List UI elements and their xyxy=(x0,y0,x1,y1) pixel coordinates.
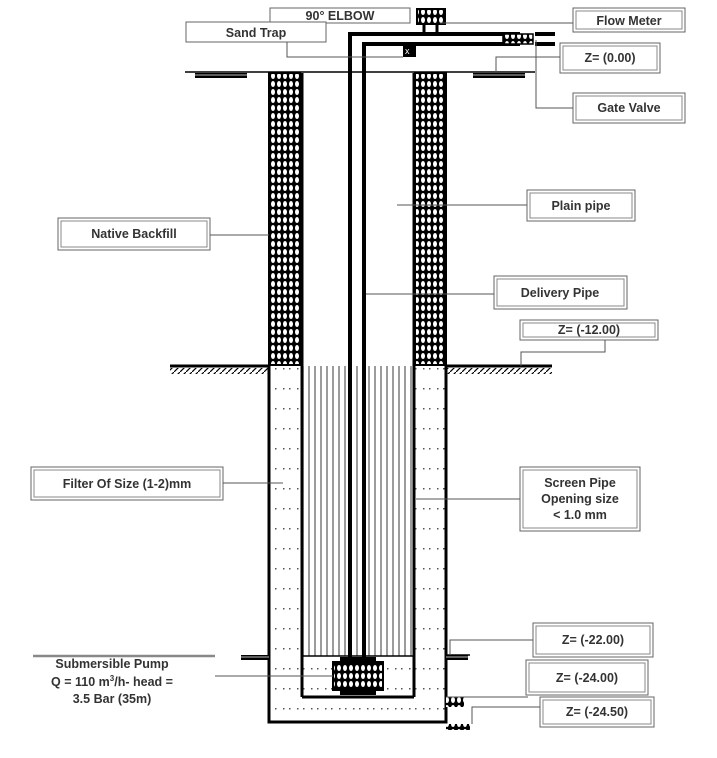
ground-line xyxy=(170,364,552,374)
label-screen-pipe: Screen Pipe Opening size < 1.0 mm xyxy=(416,466,641,532)
surface-slab xyxy=(185,71,535,78)
label-z-12: Z= (-12.00) xyxy=(519,319,659,366)
label-elbow: 90° ELBOW xyxy=(269,7,411,24)
svg-text:Opening size: Opening size xyxy=(541,492,619,506)
svg-text:Submersible Pump: Submersible Pump xyxy=(55,657,169,671)
svg-text:x: x xyxy=(405,46,410,56)
svg-text:Z= (0.00): Z= (0.00) xyxy=(584,51,635,65)
svg-text:Z= (-24.50): Z= (-24.50) xyxy=(566,705,628,719)
label-z-22: Z= (-22.00) xyxy=(449,622,654,658)
svg-text:Screen Pipe: Screen Pipe xyxy=(544,476,616,490)
native-backfill-left xyxy=(268,72,301,366)
svg-text:Filter Of Size (1-2)mm: Filter Of Size (1-2)mm xyxy=(63,477,192,491)
flow-meter-element xyxy=(502,33,534,45)
borehole-wall xyxy=(267,366,448,724)
svg-text:90° ELBOW: 90° ELBOW xyxy=(306,9,375,23)
svg-text:Z= (-12.00): Z= (-12.00) xyxy=(558,323,620,337)
svg-text:Native Backfill: Native Backfill xyxy=(91,227,176,241)
svg-text:< 1.0 mm: < 1.0 mm xyxy=(553,508,607,522)
label-sand-trap: Sand Trap xyxy=(185,21,403,58)
label-delivery-pipe: Delivery Pipe xyxy=(366,275,628,310)
label-z-0: Z= (0.00) xyxy=(495,42,661,74)
screen-pipe xyxy=(302,366,414,656)
sand-trap-element xyxy=(403,44,416,57)
elbow-element xyxy=(416,8,446,25)
svg-text:3.5 Bar (35m): 3.5 Bar (35m) xyxy=(73,692,152,706)
surface-concrete-right xyxy=(473,73,525,78)
label-filter: Filter Of Size (1-2)mm xyxy=(30,466,283,501)
surface-concrete-left xyxy=(195,73,247,78)
svg-text:Z= (-24.00): Z= (-24.00) xyxy=(556,671,618,685)
label-z-24: Z= (-24.00) xyxy=(446,659,649,698)
label-native-backfill: Native Backfill xyxy=(57,217,269,251)
label-z-245: Z= (-24.50) xyxy=(471,696,655,728)
native-backfill-right xyxy=(414,72,447,366)
svg-text:Sand Trap: Sand Trap xyxy=(226,26,287,40)
svg-text:Delivery Pipe: Delivery Pipe xyxy=(521,286,600,300)
svg-text:Plain pipe: Plain pipe xyxy=(551,199,610,213)
submersible-pump xyxy=(332,657,384,695)
svg-text:Q = 110 m3/h- head =: Q = 110 m3/h- head = xyxy=(51,674,173,689)
label-gate-valve: Gate Valve xyxy=(535,40,686,124)
label-submersible-pump: Submersible Pump Q = 110 m3/h- head = 3.… xyxy=(33,654,333,706)
label-flow-meter: Flow Meter xyxy=(440,7,686,33)
delivery-pipe: x xyxy=(348,8,555,657)
svg-text:Flow Meter: Flow Meter xyxy=(596,14,661,28)
svg-text:Gate Valve: Gate Valve xyxy=(597,101,660,115)
label-plain-pipe: Plain pipe xyxy=(397,189,636,222)
svg-text:Z= (-22.00): Z= (-22.00) xyxy=(562,633,624,647)
